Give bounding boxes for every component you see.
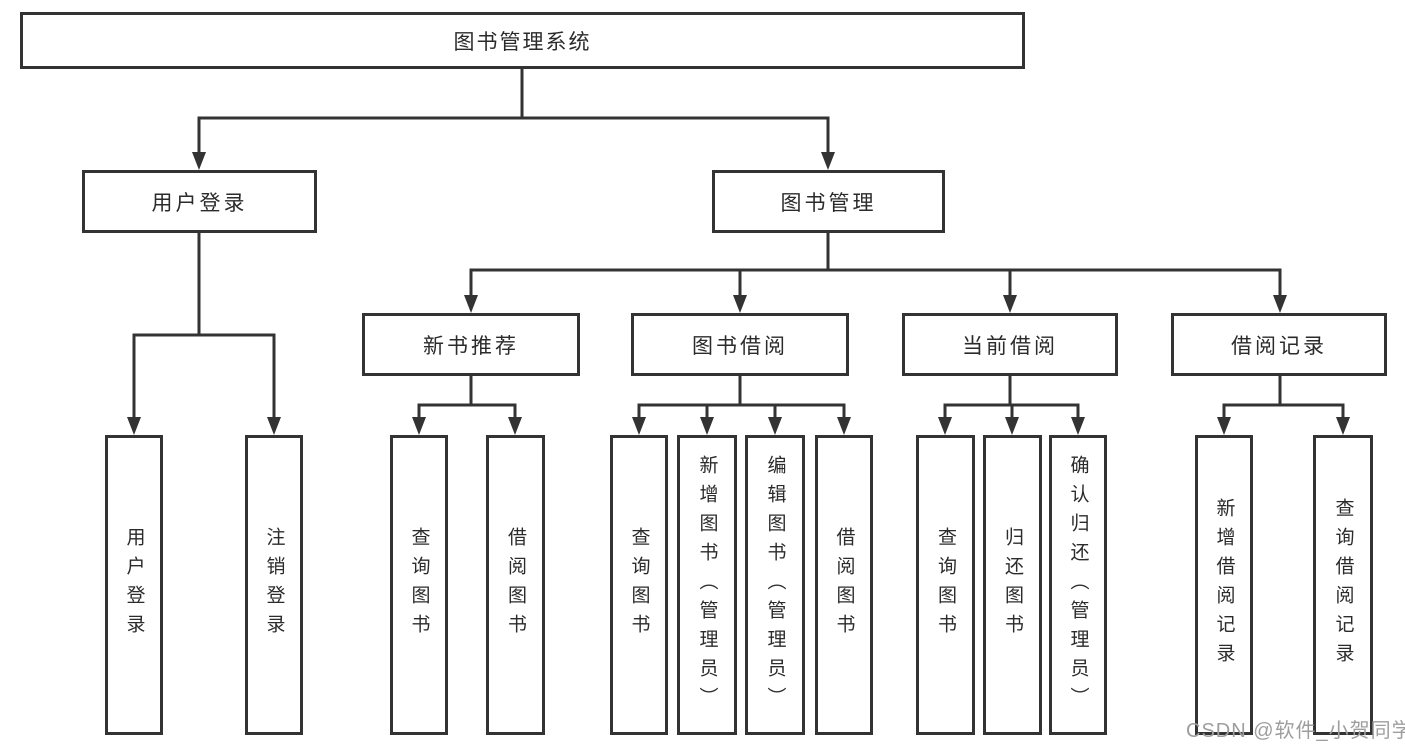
arrowhead-icon xyxy=(1273,295,1287,313)
arrowhead-icon xyxy=(1003,295,1017,313)
arrowhead-icon xyxy=(1217,417,1231,435)
connector-current-borrow-split xyxy=(943,376,1080,417)
arrowhead-icon xyxy=(821,152,835,170)
node-library-system: 图书管理系统 xyxy=(20,12,1025,69)
connector-user-login-split xyxy=(132,233,276,417)
connector-new-book-split xyxy=(417,376,517,417)
leaf-confirm-return-admin: 确认归还（管理员） xyxy=(1049,435,1107,735)
leaf-logout: 注销登录 xyxy=(245,435,303,735)
leaf-query-books-current: 查询图书 xyxy=(916,435,975,735)
arrowhead-icon xyxy=(192,152,206,170)
node-label: 当前借阅 xyxy=(962,334,1058,358)
node-label: 查询图书 xyxy=(935,527,956,643)
arrowhead-icon xyxy=(733,295,747,313)
node-label: 注销登录 xyxy=(263,527,285,643)
arrowhead-icon xyxy=(1071,417,1085,435)
connector-borrow-records-split xyxy=(1222,376,1345,417)
leaf-query-books-recommend: 查询图书 xyxy=(390,435,448,735)
node-borrowing-records: 借阅记录 xyxy=(1171,313,1387,376)
node-book-borrowing: 图书借阅 xyxy=(631,313,849,376)
node-label: 用户登录 xyxy=(151,191,248,215)
arrowhead-icon xyxy=(768,417,782,435)
arrowhead-icon xyxy=(412,417,426,435)
leaf-query-books-borrow: 查询图书 xyxy=(610,435,668,735)
leaf-borrow-books: 借阅图书 xyxy=(815,435,873,735)
leaf-user-login: 用户登录 xyxy=(105,435,163,735)
node-label: 确认归还（管理员） xyxy=(1067,454,1089,716)
node-label: 编辑图书（管理员） xyxy=(764,454,786,716)
node-label: 新增图书（管理员） xyxy=(696,454,718,716)
node-label: 查询图书 xyxy=(408,527,430,643)
node-current-borrowing: 当前借阅 xyxy=(902,313,1118,376)
leaf-edit-book-admin: 编辑图书（管理员） xyxy=(745,435,805,735)
node-label: 新书推荐 xyxy=(423,334,519,358)
node-label: 借阅记录 xyxy=(1231,334,1327,358)
connector-book-mgmt-split xyxy=(469,233,1282,295)
node-label: 借阅图书 xyxy=(505,527,526,643)
arrowhead-icon xyxy=(1005,417,1019,435)
leaf-return-books: 归还图书 xyxy=(983,435,1042,735)
node-book-management: 图书管理 xyxy=(712,170,945,233)
leaf-add-book-admin: 新增图书（管理员） xyxy=(677,435,737,735)
arrowhead-icon xyxy=(700,417,714,435)
node-user-login: 用户登录 xyxy=(82,170,317,233)
node-new-book-recommendation: 新书推荐 xyxy=(362,313,580,376)
node-label: 归还图书 xyxy=(1002,527,1023,643)
arrowhead-icon xyxy=(508,417,522,435)
node-label: 新增借阅记录 xyxy=(1213,498,1235,672)
arrowhead-icon xyxy=(127,417,141,435)
arrowhead-icon xyxy=(632,417,646,435)
arrowhead-icon xyxy=(1336,417,1350,435)
leaf-borrow-books-recommend: 借阅图书 xyxy=(486,435,545,735)
arrowhead-icon xyxy=(267,417,281,435)
node-label: 图书借阅 xyxy=(692,334,788,358)
leaf-add-borrow-record: 新增借阅记录 xyxy=(1195,435,1253,735)
node-label: 借阅图书 xyxy=(833,527,855,643)
node-label: 用户登录 xyxy=(123,527,145,643)
arrowhead-icon xyxy=(837,417,851,435)
node-label: 查询借阅记录 xyxy=(1332,498,1354,672)
csdn-watermark: CSDN @软件_小贺同学 xyxy=(1186,720,1405,742)
node-label: 图书管理系统 xyxy=(453,30,592,54)
arrowhead-icon xyxy=(938,417,952,435)
connector-book-borrow-split xyxy=(637,376,846,417)
connector-root-split xyxy=(197,69,830,152)
node-label: 查询图书 xyxy=(628,527,650,643)
arrowhead-icon xyxy=(464,295,478,313)
node-label: 图书管理 xyxy=(780,191,877,215)
leaf-query-borrow-record: 查询借阅记录 xyxy=(1313,435,1373,735)
